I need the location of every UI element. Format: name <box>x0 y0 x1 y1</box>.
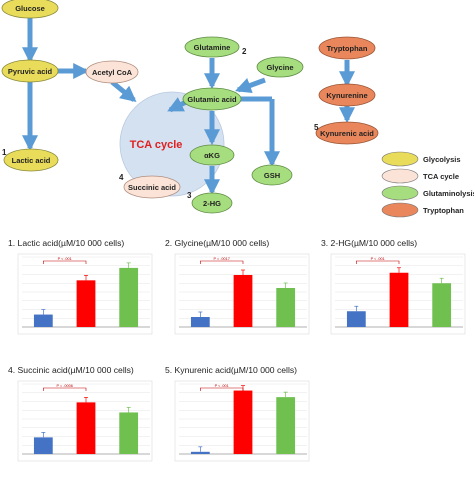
node-glycine: Glycine <box>256 56 304 78</box>
node-pyruvic-acid: Pyruvic acid <box>1 59 59 83</box>
node-gsh: GSH <box>251 164 293 186</box>
significance-bracket <box>200 260 244 264</box>
svg-text:Glycine: Glycine <box>266 63 293 72</box>
node-kynurenic-acid: Kynurenic acid <box>315 121 379 145</box>
legend-swatch <box>381 185 419 201</box>
bar <box>190 451 210 454</box>
legend-item: Glutaminolysis <box>381 185 474 201</box>
legend-swatch <box>381 202 419 218</box>
node-succinic-acid: Succinic acid <box>123 175 181 199</box>
bar <box>76 280 96 327</box>
bar <box>346 311 366 327</box>
svg-text:Lactic acid: Lactic acid <box>12 156 51 165</box>
bar <box>389 272 409 327</box>
legend-item: Glycolysis <box>381 151 461 167</box>
legend-swatch <box>381 168 419 184</box>
p-value-label: P = .0017 <box>214 257 230 261</box>
legend-label: TCA cycle <box>423 172 459 181</box>
chart-title: 3. 2-HG(µM/10 000 cells) <box>321 238 417 248</box>
chart-3: 3. 2-HG(µM/10 000 cells) P < .001 <box>321 238 466 335</box>
bar <box>76 402 96 454</box>
svg-text:Kynurenine: Kynurenine <box>326 91 367 100</box>
svg-text:2-HG: 2-HG <box>203 199 221 208</box>
svg-text:Succinic acid: Succinic acid <box>128 183 176 192</box>
node-2hg: 2-HG <box>191 192 233 214</box>
marker-4: 4 <box>119 173 124 182</box>
chart-title: 4. Succinic acid(µM/10 000 cells) <box>8 365 134 375</box>
bar <box>33 314 53 327</box>
marker-5: 5 <box>314 123 319 132</box>
chart-5: 5. Kynurenic acid(µM/10 000 cells) P < .0… <box>165 365 310 462</box>
chart-title: 1. Lactic acid(µM/10 000 cells) <box>8 238 124 248</box>
chart-title: 2. Glycine(µM/10 000 cells) <box>165 238 269 248</box>
node-kynurenine: Kynurenine <box>318 83 376 107</box>
tca-cycle-circle <box>119 91 225 197</box>
p-value-label: P = .0006 <box>57 384 73 388</box>
significance-bracket <box>200 387 244 391</box>
node-glutamic-acid: Glutamic acid <box>182 87 242 111</box>
node-acetyl-coa: Acetyl CoA <box>85 60 139 84</box>
arrow-acetylcoa-tca <box>110 80 137 103</box>
bar <box>233 275 253 327</box>
svg-text:Pyruvic acid: Pyruvic acid <box>8 67 53 76</box>
tca-cycle-label: TCA cycle <box>130 139 183 151</box>
bar <box>276 288 296 327</box>
svg-text:Tryptophan: Tryptophan <box>327 44 368 53</box>
p-value-label: P < .001 <box>215 384 229 388</box>
node-glutamine: Glutamine <box>184 36 240 58</box>
bar <box>119 267 139 327</box>
legend-item: Tryptophan <box>381 202 464 218</box>
bar <box>190 317 210 327</box>
legend-label: Glycolysis <box>423 155 461 164</box>
svg-text:Glutamine: Glutamine <box>194 43 231 52</box>
significance-bracket <box>43 260 87 264</box>
chart-title: 5. Kynurenic acid(µM/10 000 cells) <box>165 365 297 375</box>
bar <box>233 390 253 454</box>
significance-bracket <box>43 387 87 391</box>
svg-text:Kynurenic acid: Kynurenic acid <box>320 129 374 138</box>
node-glucose: Glucose <box>1 0 59 19</box>
marker-3: 3 <box>187 191 192 200</box>
pathway-arrows <box>21 16 356 196</box>
charts: 1. Lactic acid(µM/10 000 cells) P < .001 2… <box>8 238 466 462</box>
arrow-glycine-glutamic <box>234 77 266 94</box>
legend-label: Tryptophan <box>423 206 464 215</box>
significance-bracket <box>356 260 400 264</box>
chart-4: 4. Succinic acid(µM/10 000 cells) P = .00… <box>8 365 153 462</box>
bar <box>276 397 296 454</box>
svg-text:GSH: GSH <box>264 171 280 180</box>
legend-label: Glutaminolysis <box>423 189 474 198</box>
svg-text:αKG: αKG <box>204 151 220 160</box>
svg-text:Glucose: Glucose <box>15 4 45 13</box>
pathway-diagram: TCA cycle Glucose Pyruvic acid <box>1 0 379 214</box>
p-value-label: P < .001 <box>58 257 72 261</box>
bar <box>33 437 53 454</box>
legend-item: TCA cycle <box>381 168 459 184</box>
arrow-glutamic-tca <box>167 97 188 113</box>
node-akg: αKG <box>189 144 235 166</box>
node-tryptophan: Tryptophan <box>318 36 376 60</box>
chart-1: 1. Lactic acid(µM/10 000 cells) P < .001 <box>8 238 153 335</box>
chart-2: 2. Glycine(µM/10 000 cells) P = .0017 <box>165 238 310 335</box>
marker-1: 1 <box>2 148 7 157</box>
bar <box>119 412 139 454</box>
p-value-label: P < .001 <box>371 257 385 261</box>
svg-text:Acetyl CoA: Acetyl CoA <box>92 68 133 77</box>
marker-2: 2 <box>242 47 247 56</box>
node-lactic-acid: Lactic acid <box>3 148 59 172</box>
svg-text:Glutamic acid: Glutamic acid <box>187 95 237 104</box>
bar <box>432 283 452 327</box>
legend-swatch <box>381 151 419 167</box>
